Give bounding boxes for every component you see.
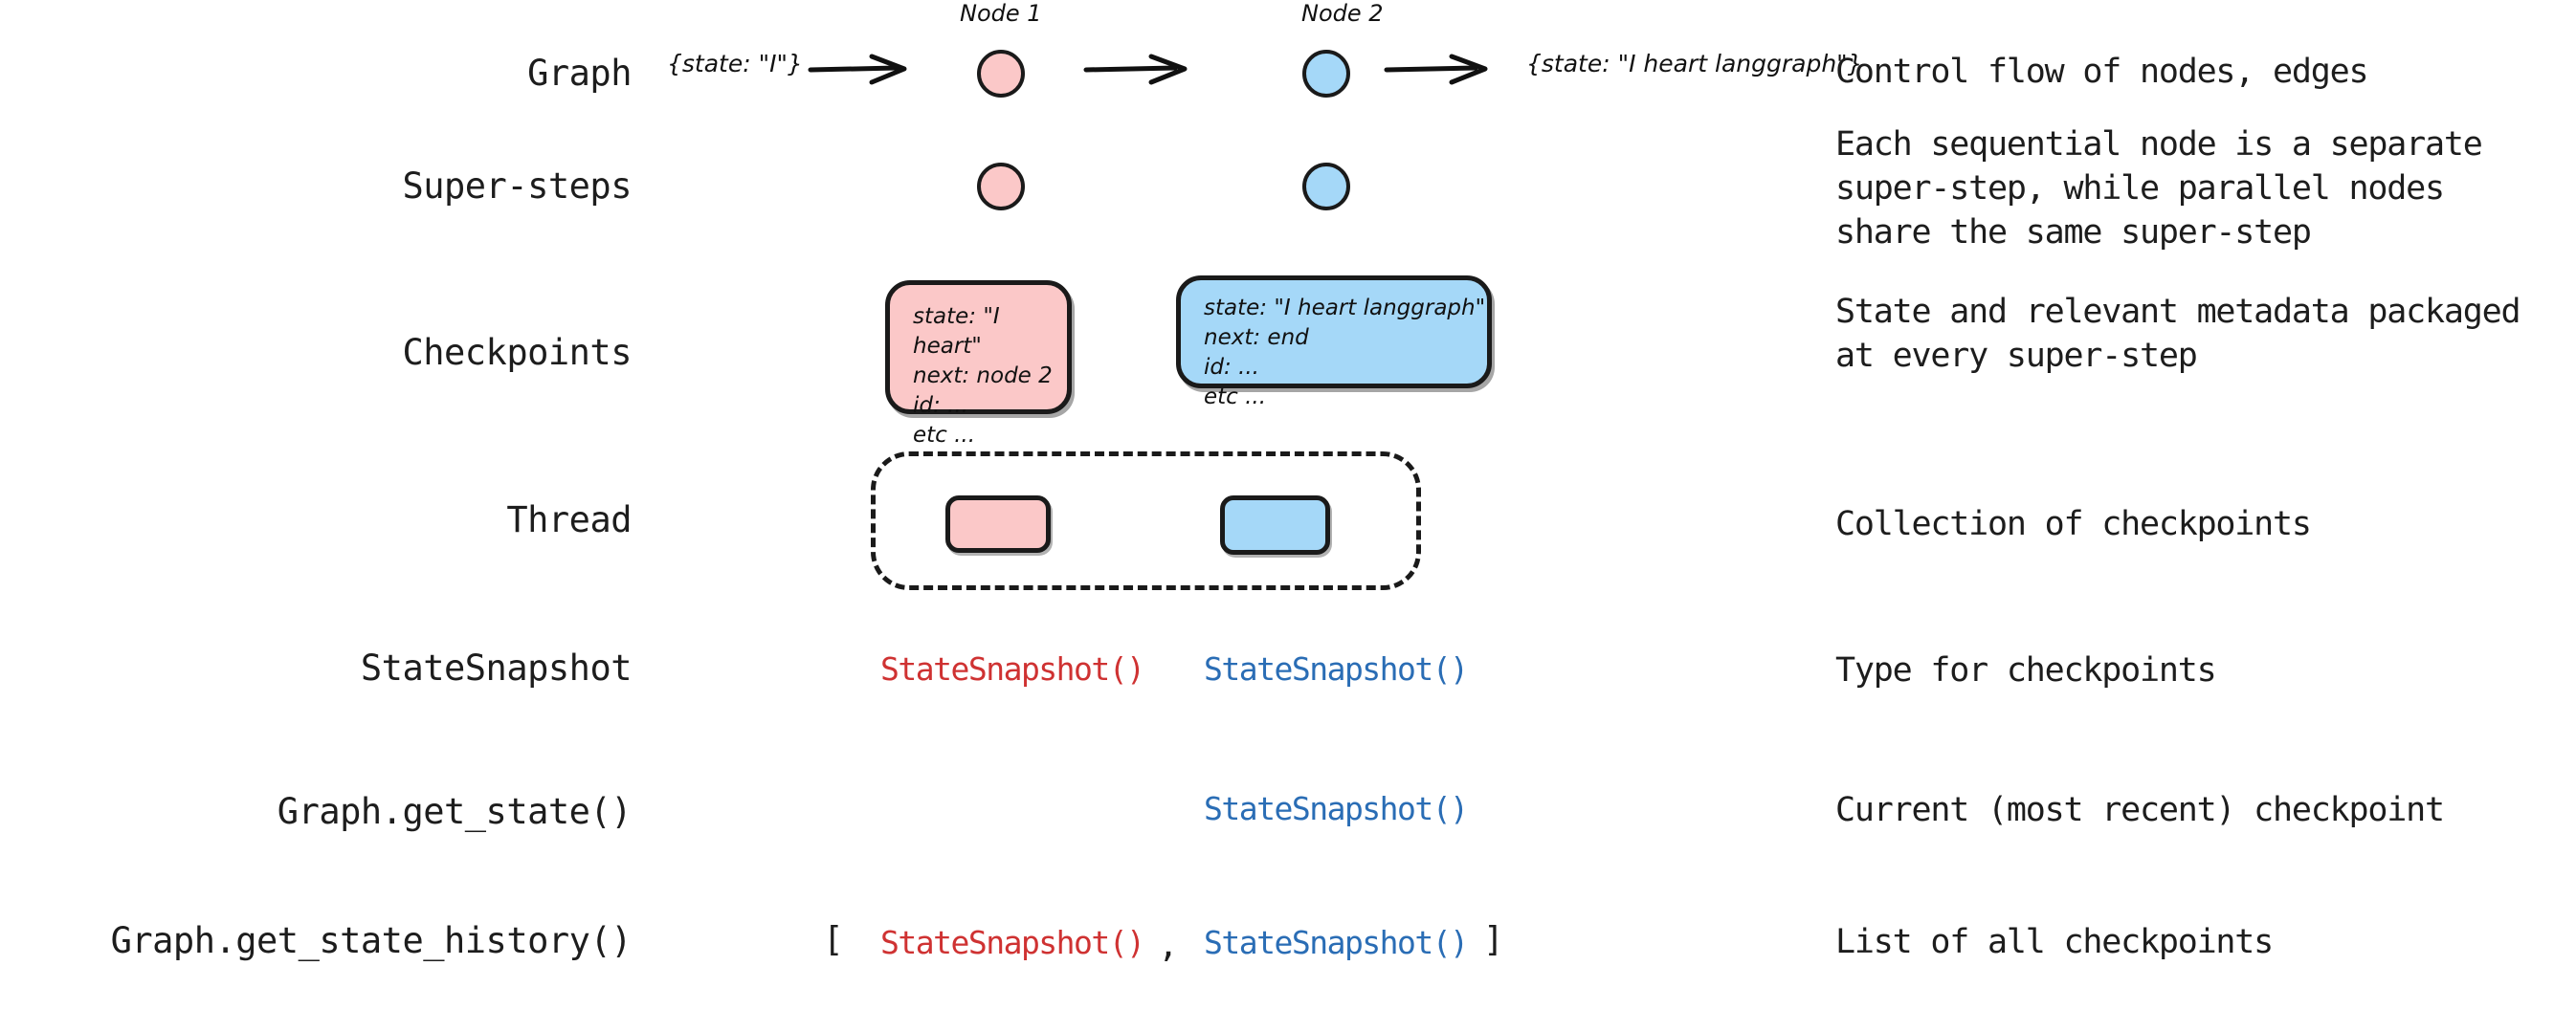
row-label-statesnapshot: StateSnapshot (360, 648, 633, 689)
thread-container (871, 451, 1421, 590)
description-get-state-history: List of all checkpoints (1835, 923, 2274, 961)
graph-edge-arrow-2 (1083, 54, 1188, 85)
history-open-bracket: [ (823, 920, 844, 959)
row-label-graph: Graph (527, 53, 632, 94)
statesnapshot-blue: StateSnapshot() (1204, 650, 1469, 688)
checkpoint-box-1: state: "I heart" next: node 2 id: ... et… (885, 280, 1072, 448)
row-label-thread: Thread (506, 499, 632, 540)
super-step-1-circle (977, 163, 1025, 210)
thread-checkpoint-2 (1220, 495, 1330, 555)
graph-node-2-circle (1302, 50, 1350, 98)
node-1-caption: Node 1 (960, 0, 1042, 27)
history-snapshot-2: StateSnapshot() (1204, 924, 1469, 961)
row-label-checkpoints: Checkpoints (402, 332, 632, 373)
history-close-bracket: ] (1483, 920, 1504, 959)
graph-edge-arrow-1 (808, 54, 907, 85)
checkpoint-box-1-text: state: "I heart" next: node 2 id: ... et… (913, 304, 1053, 448)
statesnapshot-pink: StateSnapshot() (880, 650, 1145, 688)
description-super-steps: Each sequential node is a separate super… (1835, 125, 2483, 252)
description-statesnapshot: Type for checkpoints (1835, 651, 2217, 690)
description-thread: Collection of checkpoints (1835, 505, 2312, 543)
node-2-caption: Node 2 (1301, 0, 1384, 27)
get-state-snapshot: StateSnapshot() (1204, 790, 1469, 827)
graph-edge-arrow-3 (1384, 54, 1488, 85)
super-step-2-circle (1302, 163, 1350, 210)
graph-node-1-circle (977, 50, 1025, 98)
description-graph: Control flow of nodes, edges (1835, 53, 2369, 91)
thread-checkpoint-1 (945, 495, 1051, 553)
graph-output-state-text: {state: "I heart langgraph"} (1526, 50, 1863, 77)
description-checkpoints: State and relevant metadata packaged at … (1835, 293, 2521, 375)
row-label-super-steps: Super-steps (402, 165, 632, 207)
description-get-state: Current (most recent) checkpoint (1835, 791, 2445, 829)
history-comma: , (1158, 926, 1179, 965)
checkpoint-box-2-text: state: "I heart langgraph" next: end id:… (1204, 296, 1486, 409)
graph-input-state-text: {state: "I"} (667, 50, 803, 77)
row-label-get-state: Graph.get_state() (277, 791, 633, 832)
checkpoint-box-2: state: "I heart langgraph" next: end id:… (1176, 275, 1492, 409)
history-snapshot-1: StateSnapshot() (880, 924, 1145, 961)
row-label-get-state-history: Graph.get_state_history() (110, 920, 633, 961)
